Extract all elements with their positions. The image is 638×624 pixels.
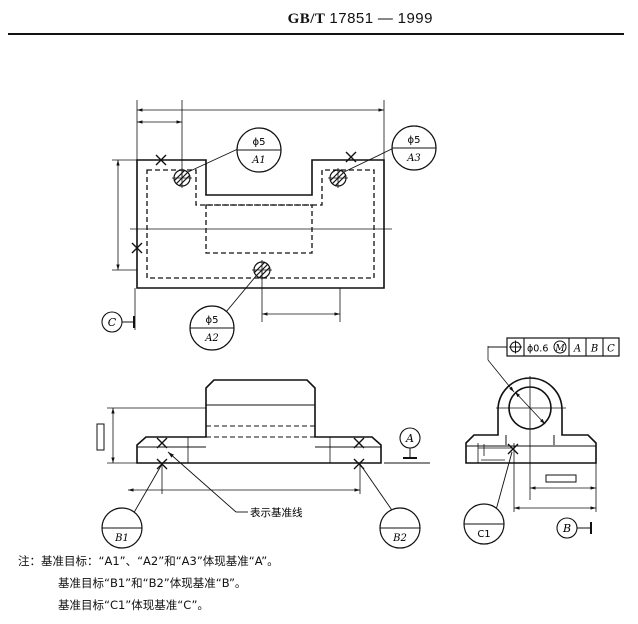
standard-code: 17851	[329, 10, 374, 27]
side-view-construction	[477, 346, 597, 512]
standard-prefix: GB/T	[287, 11, 326, 27]
datum-a-label: A	[405, 432, 414, 445]
note-line-1: 注：基准目标：“A1”、“A2”和“A3”体现基准“A”。	[18, 554, 279, 568]
target-a1-label: A1	[251, 155, 266, 166]
datum-b-label: B	[562, 522, 571, 535]
front-view	[136, 379, 382, 464]
fcf-datum-3: C	[607, 344, 615, 355]
target-bubble-a1: ϕ5 A1	[236, 127, 282, 173]
position-icon	[509, 340, 522, 354]
target-a2-size: ϕ5	[206, 315, 219, 326]
top-view-outline	[136, 159, 385, 289]
datum-c-label: C	[108, 316, 117, 329]
standard-number: GB/T 17851 — 1999	[288, 10, 433, 28]
target-c1-label: C1	[477, 529, 490, 540]
side-view-outline	[465, 377, 597, 464]
target-a3-area	[328, 168, 348, 188]
front-view-outline	[136, 379, 382, 464]
target-b1-label: B1	[114, 533, 129, 544]
target-a1-area	[172, 168, 192, 188]
header-rule	[8, 33, 624, 35]
datum-a-symbol: A	[399, 427, 421, 459]
fcf-modifier: M	[554, 344, 565, 354]
notes: 注：基准目标：“A1”、“A2”和“A3”体现基准“A”。 基准目标“B1”和“…	[18, 550, 279, 616]
datum-line-callout: 表示基准线	[250, 506, 303, 519]
note-line-3: 基准目标“C1”体现基准“C”。	[58, 598, 209, 612]
target-bubble-a2: ϕ5 A2	[189, 305, 235, 351]
front-view-leaders	[131, 451, 397, 517]
target-b2-label: B2	[392, 533, 407, 544]
target-a3-label: A3	[406, 153, 421, 164]
fcf-datum-1: A	[573, 344, 581, 355]
target-a3-size: ϕ5	[408, 135, 421, 146]
standard-year: 1999	[397, 10, 433, 27]
page-header: GB/T 17851 — 1999	[0, 0, 638, 36]
fcf-tolerance: ϕ0.6	[527, 344, 548, 355]
target-bubble-a3: ϕ5 A3	[391, 125, 437, 171]
feature-control-frame: ϕ0.6 M A B C	[488, 337, 620, 357]
datum-b-symbol: B	[556, 517, 592, 539]
side-view-cross	[507, 443, 519, 455]
standard-dash: —	[377, 10, 394, 27]
target-a2-area	[252, 260, 272, 280]
fcf-datum-2: B	[590, 344, 598, 355]
note-line-2: 基准目标“B1”和“B2”体现基准“B”。	[58, 576, 247, 590]
front-view-dimensions	[96, 407, 430, 494]
target-bubble-b1: B1	[101, 507, 143, 549]
side-view	[465, 377, 597, 464]
target-point-crosses	[131, 151, 357, 254]
target-a2-label: A2	[204, 333, 219, 344]
top-view-targets	[131, 145, 399, 313]
target-bubble-c1: C1	[463, 503, 505, 545]
target-a1-size: ϕ5	[253, 137, 266, 148]
top-view-hidden-outline	[146, 169, 375, 279]
target-bubble-b2: B2	[379, 507, 421, 549]
datum-c-symbol: C	[101, 311, 135, 333]
